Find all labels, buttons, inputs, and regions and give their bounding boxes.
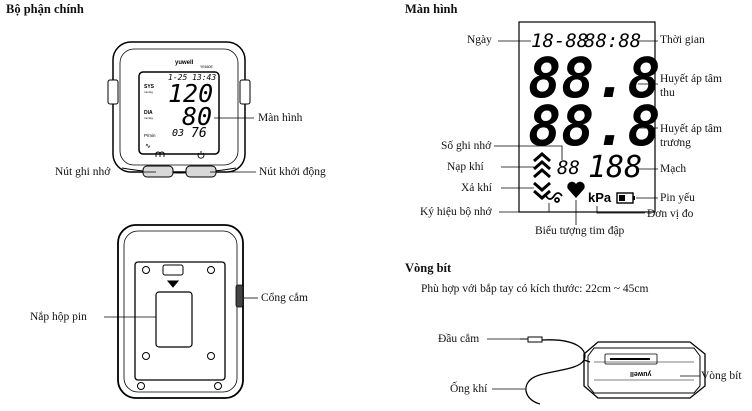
label-memory-symbol: Ký hiệu bộ nhớ: [420, 206, 492, 218]
lcd-time-digits: 88:88: [584, 30, 642, 52]
low-battery-icon: [616, 192, 635, 204]
lcd-panel-illustration: [518, 21, 656, 213]
label-diastolic-line2: trương: [660, 137, 691, 149]
device-memory-symbol-icon: ∿: [145, 143, 151, 150]
label-unit: Đơn vị đo: [647, 208, 694, 220]
dia-label: DIA: [144, 110, 153, 116]
label-time: Thời gian: [660, 34, 705, 46]
label-memory-button: Nút ghi nhớ: [55, 166, 111, 178]
device-pulse-value: 76: [191, 126, 207, 141]
label-battery-cover: Nắp hộp pin: [30, 311, 87, 323]
section-title-cuff: Vòng bít: [405, 261, 452, 275]
label-memory-number: Số ghi nhớ: [441, 140, 492, 152]
label-screen: Màn hình: [258, 112, 303, 124]
lcd-unit: kPa: [588, 190, 612, 205]
label-start-button: Nút khởi động: [259, 166, 326, 178]
deflate-arrow-icon: [533, 181, 551, 200]
section-title-screen: Màn hình: [405, 2, 458, 16]
label-heart-symbol: Biểu tượng tim đập: [535, 225, 625, 237]
device-memory-number: 03: [172, 128, 185, 139]
sys-label: SYS: [144, 84, 155, 90]
inflate-arrow-icon: [533, 152, 551, 179]
device-dia-value: 80: [182, 102, 213, 131]
label-systolic-line2: thu: [660, 87, 675, 99]
label-plug: Đầu cắm: [438, 333, 480, 345]
brand-logo: yuwell: [175, 60, 194, 66]
front-button-icons: [155, 151, 205, 159]
device-front-illustration: [107, 41, 251, 178]
cuff-illustration: [520, 336, 706, 405]
lcd-dia-digits: 88.8: [528, 94, 661, 158]
section-title-parts: Bộ phận chính: [6, 2, 84, 16]
lcd-sys-digits: 88.8: [528, 46, 661, 110]
dia-unit: mmHg: [144, 116, 153, 120]
device-sys-value: 120: [168, 79, 214, 108]
label-inflate: Nạp khí: [447, 161, 484, 173]
lcd-pulse-digits: 188: [588, 150, 643, 185]
pulse-label: P/min: [144, 133, 156, 138]
lcd-leader-lines: [494, 40, 658, 225]
label-cuff: Vòng bít: [701, 370, 742, 382]
cuff-fit-text: Phù hợp với bắp tay có kích thước: 22cm …: [421, 283, 649, 295]
label-pulse: Mạch: [660, 163, 687, 175]
heart-icon: [567, 181, 585, 198]
memory-symbol-icon: [545, 192, 563, 203]
label-tube: Ống khí: [450, 383, 488, 395]
label-socket: Cổng cắm: [261, 292, 308, 304]
back-leader-lines: [104, 297, 258, 318]
label-diastolic-line1: Huyết áp tâm: [660, 123, 722, 135]
label-systolic-line1: Huyết áp tâm: [660, 73, 722, 85]
cuff-brand-logo: yuwell: [630, 370, 652, 377]
device-date-time: 1-25 13:43: [168, 73, 217, 82]
lcd-memory-digits: 88: [557, 157, 580, 179]
lcd-date-digits: 18-88: [531, 30, 589, 52]
device-back-illustration: [117, 224, 244, 399]
sys-unit: mmHg: [144, 90, 153, 94]
model-label: YE660E: [200, 65, 213, 69]
front-leader-lines: [135, 117, 256, 173]
label-deflate: Xả khí: [461, 182, 492, 194]
cuff-leader-lines: [487, 338, 700, 390]
label-date: Ngày: [467, 34, 492, 46]
label-low-battery: Pin yếu: [660, 192, 695, 204]
